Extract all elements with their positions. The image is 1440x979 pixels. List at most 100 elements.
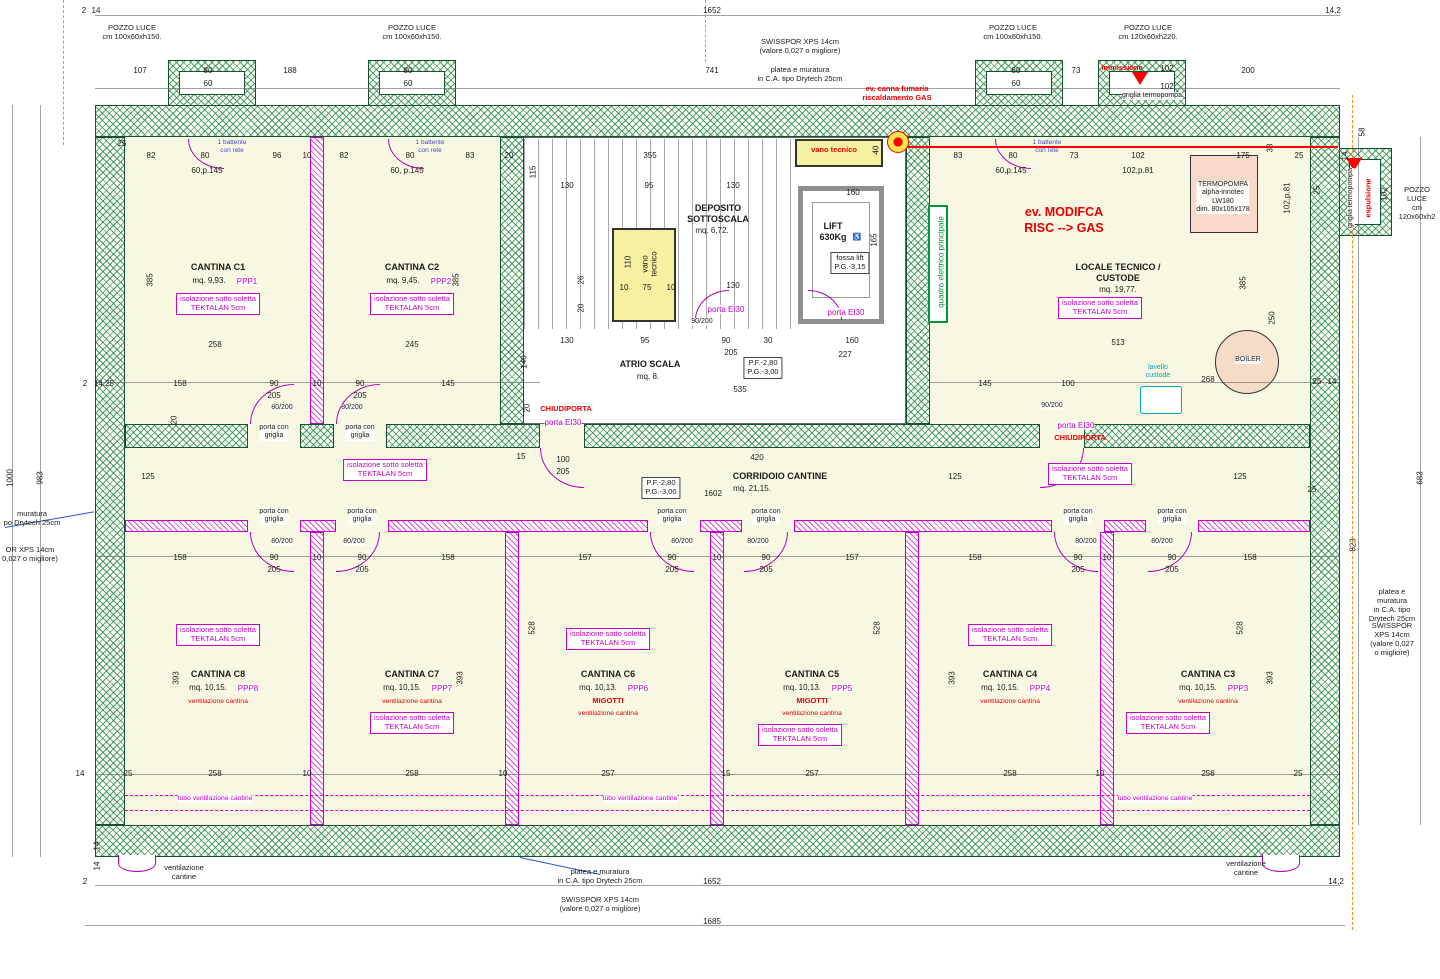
room-title-cantina-c7: CANTINA C7 [384,669,440,679]
dim: 115 [528,165,538,179]
dim: 80 [203,66,213,75]
dim: 258 [405,769,419,778]
dim: 14 [75,769,85,778]
dim: 14 [91,6,101,15]
wall-green [95,137,125,825]
griglia-termopompa-label: griglia termopompa [1122,92,1182,101]
dim: 14 [1327,377,1337,386]
dimension-line-h [95,15,1340,16]
wall-green [300,424,334,448]
dim: 258 [1003,769,1017,778]
chiudiporta-label: CHIUDIPORTA [1054,433,1106,442]
canna-fumaria-line [908,146,1338,148]
room-code-ppp1: PPP1 [236,277,258,287]
dim: 355 [643,151,657,160]
dim: 102 [1160,82,1174,91]
door-size-label: 90/200 [1041,402,1063,411]
wall-magenta [1198,520,1310,532]
porta-griglia-label: porta con griglia [347,508,377,525]
dim: 80 [403,66,413,75]
battente-note: 1 battente con rete [1032,139,1062,154]
dim: 157 [845,553,859,562]
pozzo-luce-note: POZZO LUCE cm 100x60xh150. [382,23,442,41]
porta-ei30-label: porta EI30 [1057,421,1095,431]
immissione-label: immissione [1101,63,1143,72]
espulsione-arrow-icon [1346,158,1362,171]
dim: 83 [953,151,963,160]
dim: 205 [665,565,679,574]
dim: 60 [1011,79,1021,88]
dim: 25 [117,139,127,148]
room-area-locale: mq. 19,77. [1099,285,1137,294]
dim: 258 [1201,769,1215,778]
ventilazione-label: ventilazione cantina [1178,698,1238,705]
vano-tecnico-top-label: vano tecnico [811,145,857,154]
dimension-line-v [12,105,13,857]
dim: 258 [208,769,222,778]
dim: 80 [200,151,210,160]
dim: 40 [871,145,881,155]
dim: 165 [869,233,879,247]
dim: 175 [1236,151,1250,160]
dim: 393 [171,671,181,685]
porta-griglia-label: porta con griglia [345,424,375,441]
dim: 90 [1073,553,1083,562]
dim: 10 [302,151,312,160]
room-area-c2: mq. 9,45. [386,276,420,285]
porta-griglia-label: porta con griglia [1157,508,1187,525]
dim: 205 [355,565,369,574]
wall-magenta [388,520,648,532]
dimension-line-h [930,382,1340,383]
porta-griglia-label: porta con griglia [1063,508,1093,525]
wheelchair-icon: ♿ [852,234,862,243]
dim: 60 [203,79,213,88]
ventilazione-cantine-note: ventilazione cantine [164,863,204,881]
dim: 205 [556,467,570,476]
wall-magenta [310,532,324,825]
dim: 25 [1307,485,1317,494]
dim: 823 [1348,538,1358,552]
dim: 513 [1111,338,1125,347]
wall-green [1310,137,1340,825]
dim: 90 [269,553,279,562]
griglia-termopompa-right: griglia termopompa [1346,168,1356,228]
termopompa-label: TERMOPOMPA alpha-innotec LW180 dim. 80x1… [1196,181,1250,214]
dim: 268 [1201,375,1215,384]
wall-magenta [700,520,742,532]
dim: 227 [838,350,852,359]
dim: 1602 [704,489,722,498]
dim: 10 [312,379,322,388]
dim: 80 [405,151,415,160]
dim-overall-bottom: 1685 [703,917,721,926]
wall-green [584,424,1040,448]
dim: 80 [1008,151,1018,160]
wall-green [1084,424,1310,448]
porta-griglia-label: porta con griglia [751,508,781,525]
wall-green [906,137,930,424]
dim: 250 [1267,311,1277,325]
ventilation-arc [1262,855,1300,872]
door-size-label: 90/200 [691,318,713,327]
dim: 200 [1241,66,1255,75]
isolazione-note: isolazione sotto soletta TEKTALAN 5cm [176,624,260,646]
room-area-corridoio: mq. 21,15. [733,484,771,493]
wall-magenta [794,520,1052,532]
note-left-xps: OR XPS 14cm 0,027 o migliore) [2,545,58,563]
dim: 14,2 [1325,6,1341,15]
isolazione-note: isolazione sotto soletta TEKTALAN 5cm [343,459,427,481]
isolazione-note: isolazione sotto soletta TEKTALAN 5cm [1126,712,1210,734]
dim: 158 [173,379,187,388]
room-title-cantina-c3: CANTINA C3 [1180,669,1236,679]
room-title-lift: LIFT 630Kg [819,221,847,242]
quadro-elettrico-label: quadro elettrico principale [936,216,946,308]
dim: 95 [644,181,654,190]
door-size-label: 80/200 [271,404,293,413]
dim: 145 [441,379,455,388]
section-line [1352,95,1353,930]
section-line [63,0,64,145]
dim: 983 [35,471,45,485]
dim: 10 [302,769,312,778]
canna-fumaria-note: ev. canna fumaria riscaldamento GAS [862,84,932,102]
dim: 10 [712,553,722,562]
dimension-line-h [95,556,1340,557]
